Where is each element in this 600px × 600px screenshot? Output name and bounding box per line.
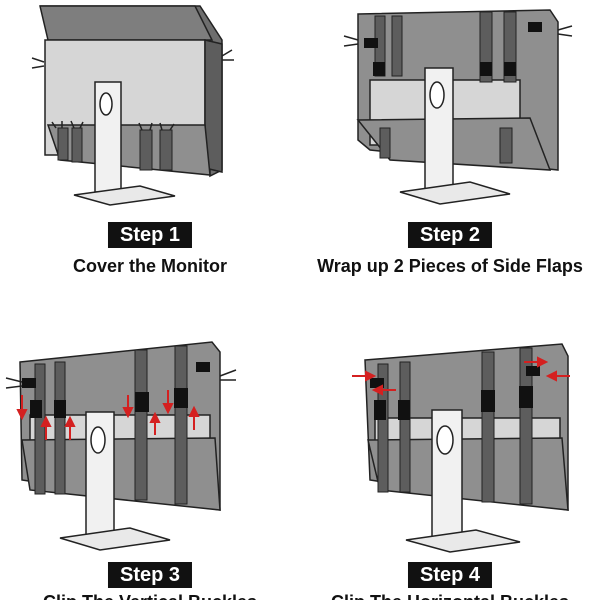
step-2-badge: Step 2: [407, 222, 493, 248]
step-1-badge: Step 1: [107, 222, 193, 248]
step-2-caption: Wrap up 2 Pieces of Side Flaps: [317, 256, 583, 276]
monitor-cover-illustration-2: [343, 9, 573, 205]
step-2-panel: Step 2 Wrap up 2 Pieces of Side Flaps: [300, 0, 600, 300]
monitor-cover-illustration-3: [5, 341, 237, 551]
step-3-panel: Step 3 Clip The Vertical Buckles: [0, 300, 300, 600]
step-4-badge: Step 4: [407, 562, 493, 588]
step-4-caption: Clip The Horizontal Buckles: [300, 592, 600, 600]
step-1-caption: Cover the Monitor: [72, 256, 227, 276]
step-1-panel: Step 1 Cover the Monitor: [0, 0, 300, 300]
step-3-badge: Step 3: [107, 562, 193, 588]
monitor-cover-illustration-1: [31, 5, 234, 206]
monitor-cover-illustration-4: [352, 343, 570, 553]
step-4-panel: Step 4 Clip The Horizontal Buckles: [300, 300, 600, 600]
step-3-caption: Clip The Vertical Buckles: [0, 592, 300, 600]
